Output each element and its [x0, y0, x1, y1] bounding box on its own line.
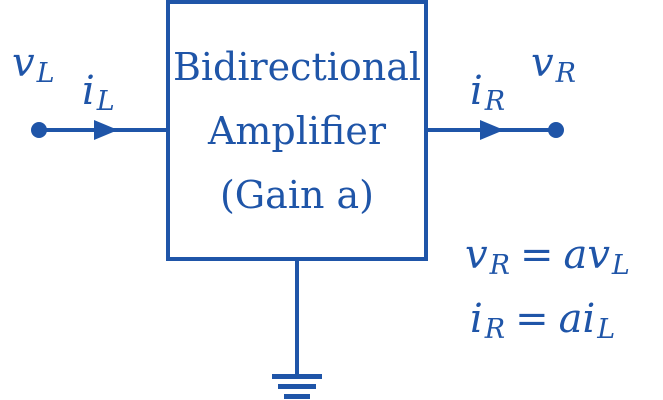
right-current-label: iR [470, 68, 505, 117]
amplifier-label-line1: Bidirectional [173, 45, 421, 89]
equation-current-gain: iR=aiL [470, 296, 615, 345]
equation-voltage-gain: vR=avL [465, 232, 630, 281]
right-current-arrow-icon [480, 120, 504, 140]
right-voltage-label: vR [531, 40, 576, 89]
left-terminal [31, 122, 47, 138]
left-current-arrow-icon [94, 120, 118, 140]
ground-icon [272, 374, 322, 399]
amplifier-label-line3: (Gain a) [220, 173, 374, 217]
right-terminal [548, 122, 564, 138]
left-current-label: iL [82, 68, 115, 117]
amplifier-label-line2: Amplifier [207, 109, 387, 153]
left-voltage-label: vL [12, 40, 55, 89]
